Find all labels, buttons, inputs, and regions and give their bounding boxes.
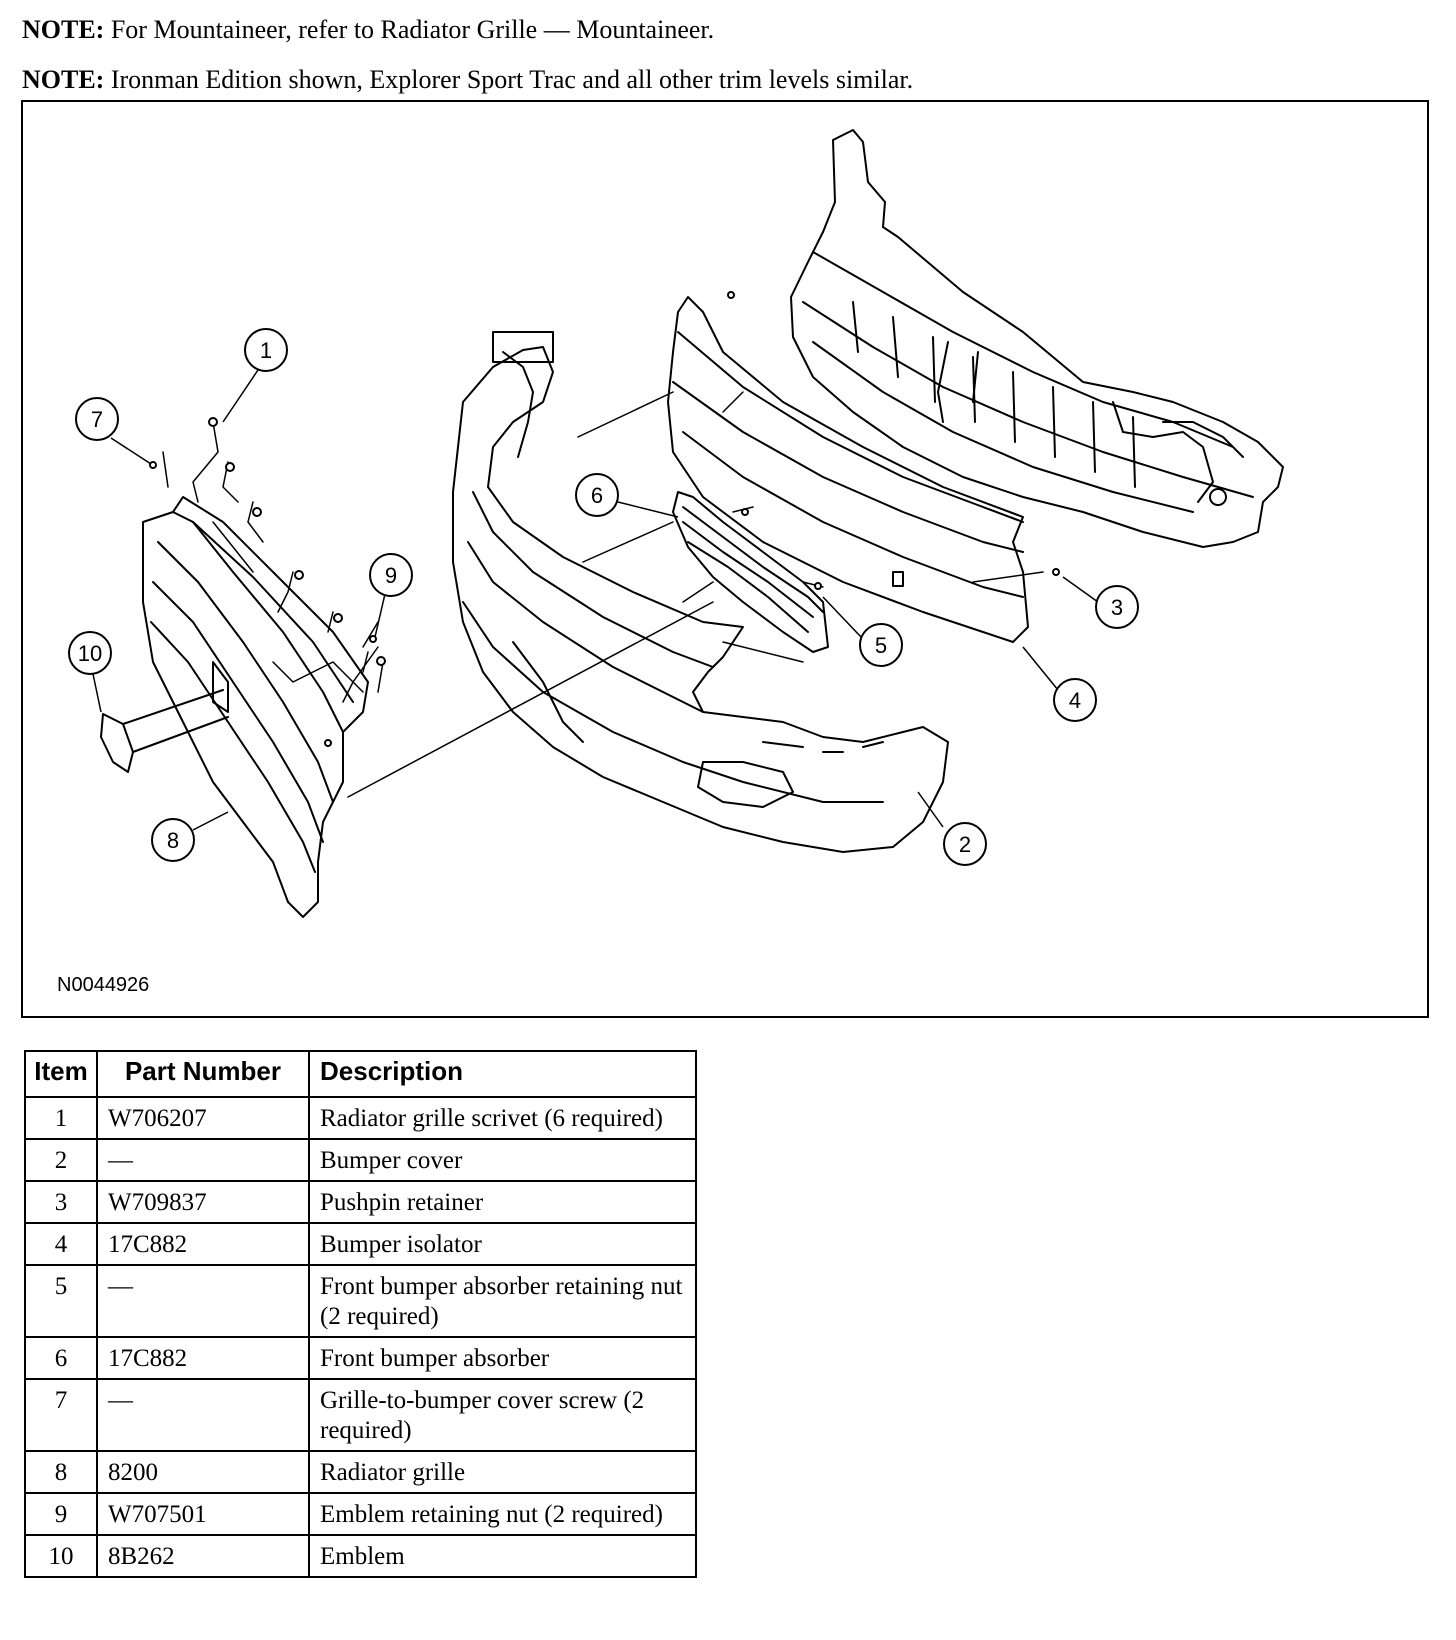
callout-3-label: 3 <box>1111 595 1123 620</box>
cell-description: Grille-to-bumper cover screw (2 required… <box>308 1378 697 1452</box>
cell-description: Radiator grille <box>308 1450 697 1494</box>
cell-part-number: 8B262 <box>96 1534 310 1578</box>
callout-5-label: 5 <box>875 633 887 658</box>
parts-table: Item Part Number Description 1 W706207 R… <box>24 1050 697 1578</box>
cell-part-number: 17C882 <box>96 1336 310 1380</box>
callout-1: 1 <box>222 328 288 423</box>
note-mountaineer: NOTE: For Mountaineer, refer to Radiator… <box>22 15 714 45</box>
cell-item: 8 <box>24 1450 98 1494</box>
table-row: 4 17C882 Bumper isolator <box>24 1222 697 1266</box>
header-part-number: Part Number <box>96 1050 310 1098</box>
header-description: Description <box>308 1050 697 1098</box>
table-row: 7 — Grille-to-bumper cover screw (2 requ… <box>24 1378 697 1452</box>
cell-description: Pushpin retainer <box>308 1180 697 1224</box>
cell-item: 4 <box>24 1222 98 1266</box>
note-label: NOTE: <box>22 65 105 94</box>
note-label: NOTE: <box>22 15 105 44</box>
exploded-view-drawing <box>100 129 1284 918</box>
cell-item: 2 <box>24 1138 98 1182</box>
radiator-support-drawing <box>790 129 1284 548</box>
fasteners <box>149 291 1060 747</box>
callout-7: 7 <box>75 397 152 465</box>
cell-item: 7 <box>24 1378 98 1452</box>
callout-9: 9 <box>369 553 413 638</box>
cell-description: Front bumper absorber retaining nut (2 r… <box>308 1264 697 1338</box>
bumper-isolator-drawing <box>667 296 1029 643</box>
cell-item: 3 <box>24 1180 98 1224</box>
cell-part-number: — <box>96 1138 310 1182</box>
cell-description: Bumper cover <box>308 1138 697 1182</box>
table-row: 5 — Front bumper absorber retaining nut … <box>24 1264 697 1338</box>
note-text: Ironman Edition shown, Explorer Sport Tr… <box>104 65 914 94</box>
callout-10-label: 10 <box>78 641 102 666</box>
cell-part-number: — <box>96 1378 310 1452</box>
cell-description: Front bumper absorber <box>308 1336 697 1380</box>
cell-item: 9 <box>24 1492 98 1536</box>
cell-part-number: W709837 <box>96 1180 310 1224</box>
callout-2: 2 <box>917 791 987 866</box>
callout-7-label: 7 <box>91 407 103 432</box>
table-row: 10 8B262 Emblem <box>24 1534 697 1578</box>
bumper-absorber-drawing <box>672 491 829 653</box>
cell-description: Radiator grille scrivet (6 required) <box>308 1096 697 1140</box>
cell-part-number: W706207 <box>96 1096 310 1140</box>
figure-id: N0044926 <box>57 974 150 996</box>
table-row: 2 — Bumper cover <box>24 1138 697 1182</box>
callout-1-label: 1 <box>260 338 272 363</box>
table-row: 1 W706207 Radiator grille scrivet (6 req… <box>24 1096 697 1140</box>
callout-5: 5 <box>822 596 903 667</box>
callout-8-label: 8 <box>167 828 179 853</box>
cell-description: Emblem retaining nut (2 required) <box>308 1492 697 1536</box>
cell-description: Bumper isolator <box>308 1222 697 1266</box>
callout-4-label: 4 <box>1069 688 1081 713</box>
note-text: For Mountaineer, refer to Radiator Grill… <box>104 15 715 44</box>
cell-item: 5 <box>24 1264 98 1338</box>
callout-6: 6 <box>575 473 679 518</box>
callout-4: 4 <box>1022 646 1097 722</box>
cell-part-number: 17C882 <box>96 1222 310 1266</box>
cell-item: 10 <box>24 1534 98 1578</box>
cell-item: 1 <box>24 1096 98 1140</box>
header-item: Item <box>24 1050 98 1098</box>
emblem-drawing <box>100 689 229 773</box>
exploded-view-figure: 1 2 3 4 5 <box>21 100 1429 1018</box>
table-row: 3 W709837 Pushpin retainer <box>24 1180 697 1224</box>
cell-description: Emblem <box>308 1534 697 1578</box>
note-trim-levels: NOTE: Ironman Edition shown, Explorer Sp… <box>22 65 913 95</box>
bumper-cover-drawing <box>452 331 949 853</box>
table-row: 6 17C882 Front bumper absorber <box>24 1336 697 1380</box>
cell-item: 6 <box>24 1336 98 1380</box>
table-header-row: Item Part Number Description <box>24 1050 697 1098</box>
callout-3: 3 <box>1062 576 1139 629</box>
callout-8: 8 <box>151 811 229 862</box>
callout-6-label: 6 <box>591 483 603 508</box>
cell-part-number: W707501 <box>96 1492 310 1536</box>
callout-layer: 1 2 3 4 5 <box>68 328 1139 866</box>
table-row: 8 8200 Radiator grille <box>24 1450 697 1494</box>
table-row: 9 W707501 Emblem retaining nut (2 requir… <box>24 1492 697 1536</box>
cell-part-number: 8200 <box>96 1450 310 1494</box>
callout-2-label: 2 <box>959 832 971 857</box>
callout-10: 10 <box>68 631 112 713</box>
callout-9-label: 9 <box>385 563 397 588</box>
cell-part-number: — <box>96 1264 310 1338</box>
